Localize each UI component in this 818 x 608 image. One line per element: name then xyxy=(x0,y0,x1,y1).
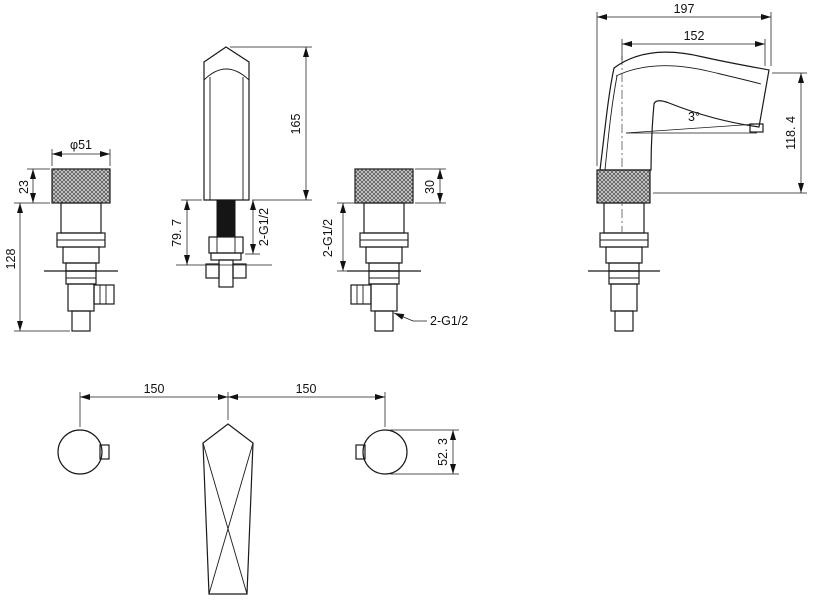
valve-neck xyxy=(368,262,400,272)
bend-curve xyxy=(203,68,250,81)
inlet-shank xyxy=(614,310,634,332)
spout-edge-line xyxy=(604,75,618,171)
dim-spout-reach: 152 xyxy=(684,29,705,43)
dim-handle-height: 128 xyxy=(4,249,18,270)
dim-valve-thread-lower: 2-G1/2 xyxy=(430,314,468,328)
right-handle-outlet-tab xyxy=(355,444,366,460)
left-valve-side-view: φ51 23 128 xyxy=(4,138,118,332)
valve-body-mid xyxy=(62,246,100,264)
washer xyxy=(210,252,242,261)
spout-front-view: 165 79. 7 2-G1/2 xyxy=(170,46,312,288)
supply-stub xyxy=(218,259,234,288)
angle-slope-line xyxy=(625,123,758,134)
dim-hole-spacing-left: 150 xyxy=(144,382,165,396)
left-handle-plan xyxy=(57,429,103,475)
valve-body-lower xyxy=(370,283,398,312)
valve-neck xyxy=(65,262,97,272)
hex-nut xyxy=(208,236,244,254)
spout-profile-view: 197 152 118. 4 3° xyxy=(588,2,807,332)
right-valve-side-view: 30 2-G1/2 2-G1/2 xyxy=(321,168,468,332)
dim-handle-diameter: φ51 xyxy=(70,138,92,152)
dim-thread-spec-spout: 2-G1/2 xyxy=(257,208,271,246)
left-handle-outlet-tab xyxy=(99,444,110,460)
valve-body-mid xyxy=(365,246,403,264)
dim-spout-height-side: 118. 4 xyxy=(784,116,798,150)
side-outlet xyxy=(93,284,115,305)
valve-body-mid xyxy=(605,246,643,264)
plan-view: 150 150 52. 3 xyxy=(57,382,459,595)
aerator xyxy=(749,123,764,133)
dim-spout-height: 165 xyxy=(289,114,303,135)
valve-neck xyxy=(608,262,640,272)
dim-total-reach: 197 xyxy=(674,2,695,16)
spout-facet-line xyxy=(202,442,248,595)
dim-shank-depth: 79. 7 xyxy=(170,219,184,247)
knurled-base-ring xyxy=(596,169,651,204)
supply-tab-right xyxy=(232,263,247,279)
side-outlet xyxy=(350,284,372,305)
inlet-shank xyxy=(374,310,394,332)
spout-inner-line xyxy=(615,65,762,85)
valve-body-upper xyxy=(603,202,645,234)
dim-hole-spacing-right: 150 xyxy=(296,382,317,396)
below-deck-body xyxy=(65,270,97,285)
spout-column xyxy=(203,46,250,201)
valve-body-upper xyxy=(363,202,405,234)
knurled-grip xyxy=(51,168,111,204)
spout-body xyxy=(599,51,770,171)
knurled-grip xyxy=(354,168,414,204)
below-deck-body xyxy=(608,270,640,285)
valve-body-lower xyxy=(610,283,638,312)
thread-shank xyxy=(216,199,236,238)
leader-line xyxy=(393,312,427,322)
dim-cap-height: 23 xyxy=(17,180,31,194)
dim-spout-angle: 3° xyxy=(688,110,700,124)
dim-trim-diameter: 52. 3 xyxy=(436,438,450,466)
right-handle-plan xyxy=(362,429,408,475)
dim-valve-top-height: 30 xyxy=(423,180,437,194)
supply-tab-left xyxy=(205,263,220,279)
spout-plan-outline xyxy=(202,423,254,595)
below-deck-body xyxy=(368,270,400,285)
inlet-shank xyxy=(71,310,91,332)
valve-body-upper xyxy=(60,202,102,234)
spout-facet-line xyxy=(208,442,254,595)
valve-body-lower xyxy=(67,283,95,312)
dim-valve-thread-upper: 2-G1/2 xyxy=(321,219,335,257)
